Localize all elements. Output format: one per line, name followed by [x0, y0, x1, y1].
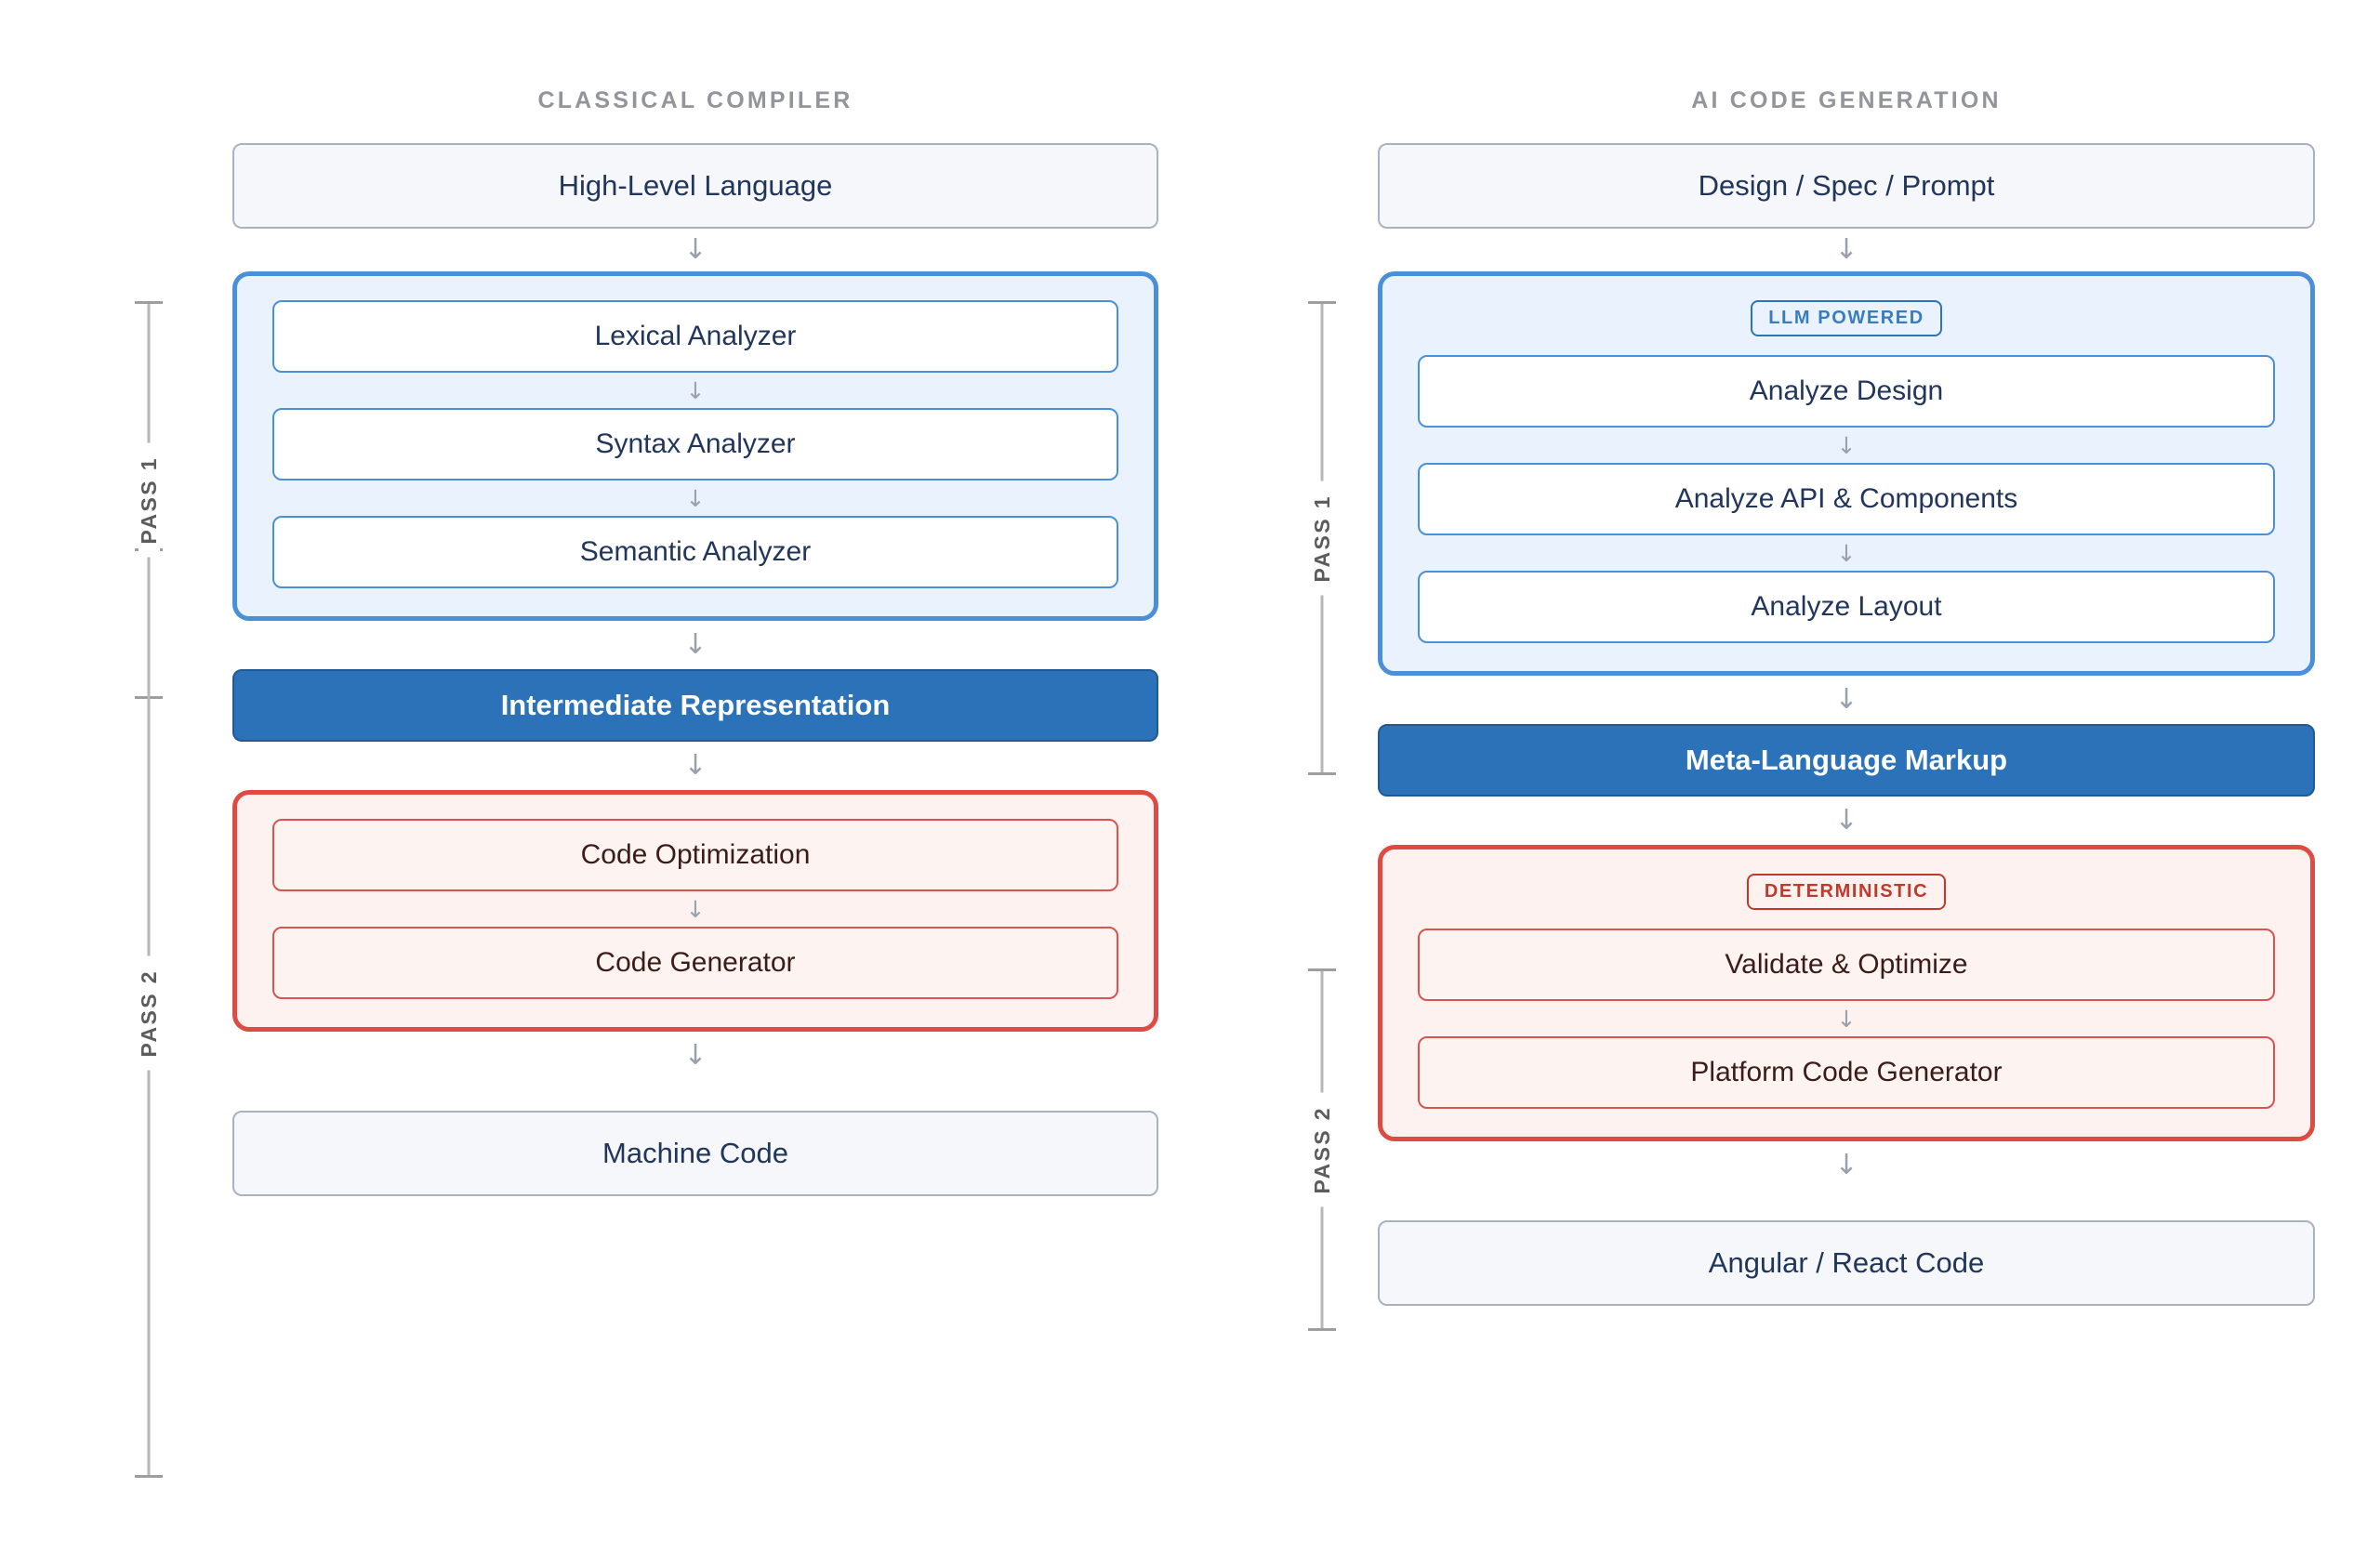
- arrow-down-icon: ↓: [1836, 539, 1857, 567]
- badge-container: DETERMINISTIC: [1418, 874, 2275, 910]
- step-code-generator: Code Generator: [272, 927, 1118, 999]
- arrow-down-icon: ↓: [1836, 431, 1857, 459]
- bracket-label: PASS 1: [137, 442, 161, 558]
- arrow-down-icon: ↓: [1834, 1149, 1858, 1181]
- bracket-label: PASS 2: [137, 955, 161, 1071]
- bracket-pass-2-ai: PASS 2: [1292, 968, 1352, 1331]
- bracket-pass-2-classical: PASS 2: [119, 548, 178, 1478]
- arrow-down-icon: ↓: [685, 484, 706, 512]
- arrow-down-icon: ↓: [685, 376, 706, 404]
- arrow-down-icon: ↓: [1834, 233, 1858, 266]
- group-back-end-synthesis: Code Optimization ↓ Code Generator: [232, 790, 1158, 1032]
- step-analyze-api-components: Analyze API & Components: [1418, 463, 2275, 535]
- column-title-classical: CLASSICAL COMPILER: [537, 87, 853, 113]
- step-code-optimization: Code Optimization: [272, 819, 1118, 891]
- node-meta-language-markup: Meta-Language Markup: [1378, 724, 2315, 797]
- bracket-label: PASS 1: [1310, 481, 1334, 596]
- arrow-down-icon: ↓: [1834, 683, 1858, 716]
- arrow-down-icon: ↓: [683, 1039, 707, 1072]
- badge-deterministic: DETERMINISTIC: [1746, 874, 1947, 910]
- arrow-down-icon: ↓: [683, 233, 707, 266]
- badge-container: LLM POWERED: [1418, 300, 2275, 336]
- node-input-design-spec-prompt: Design / Spec / Prompt: [1378, 143, 2315, 229]
- node-intermediate-representation: Intermediate Representation: [232, 669, 1158, 742]
- step-semantic-analyzer: Semantic Analyzer: [272, 516, 1118, 588]
- arrow-down-icon: ↓: [683, 749, 707, 782]
- arrow-down-icon: ↓: [1836, 1005, 1857, 1033]
- step-lexical-analyzer: Lexical Analyzer: [272, 300, 1118, 373]
- node-output-angular-react-code: Angular / React Code: [1378, 1220, 2315, 1306]
- step-validate-optimize: Validate & Optimize: [1418, 928, 2275, 1001]
- step-platform-code-generator: Platform Code Generator: [1418, 1036, 2275, 1109]
- column-classical-compiler: CLASSICAL COMPILER High-Level Language ↓…: [232, 0, 1158, 1196]
- arrow-down-icon: ↓: [683, 628, 707, 661]
- bracket-pass-1-ai: PASS 1: [1292, 301, 1352, 775]
- column-ai-code-generation: AI CODE GENERATION Design / Spec / Promp…: [1378, 0, 2315, 1306]
- column-title-ai: AI CODE GENERATION: [1691, 87, 2002, 113]
- step-analyze-layout: Analyze Layout: [1418, 571, 2275, 643]
- arrow-down-icon: ↓: [685, 895, 706, 923]
- bracket-label: PASS 2: [1310, 1092, 1334, 1207]
- group-llm-analysis: LLM POWERED Analyze Design ↓ Analyze API…: [1378, 271, 2315, 676]
- step-syntax-analyzer: Syntax Analyzer: [272, 408, 1118, 481]
- node-input-high-level-language: High-Level Language: [232, 143, 1158, 229]
- node-output-machine-code: Machine Code: [232, 1111, 1158, 1196]
- step-analyze-design: Analyze Design: [1418, 355, 2275, 428]
- group-deterministic-generation: DETERMINISTIC Validate & Optimize ↓ Plat…: [1378, 845, 2315, 1141]
- group-front-end-analysis: Lexical Analyzer ↓ Syntax Analyzer ↓ Sem…: [232, 271, 1158, 621]
- arrow-down-icon: ↓: [1834, 804, 1858, 836]
- badge-llm-powered: LLM POWERED: [1751, 300, 1942, 336]
